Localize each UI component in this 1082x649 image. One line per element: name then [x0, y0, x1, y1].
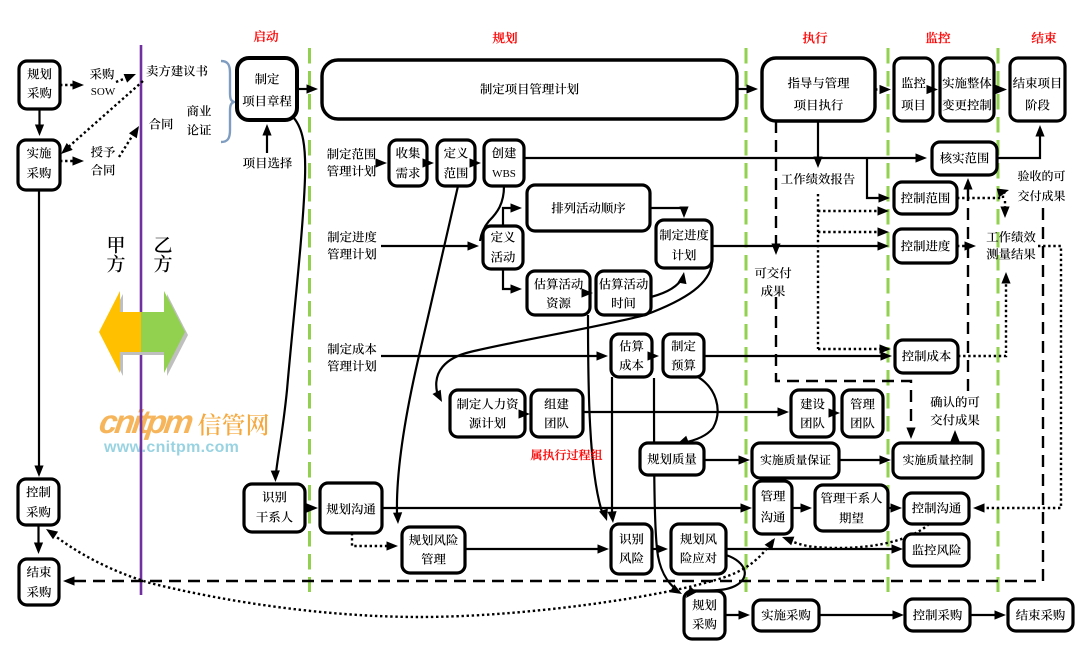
svg-text:WBS: WBS: [492, 168, 516, 180]
svg-text:www.cnitpm.com: www.cnitpm.com: [103, 439, 239, 456]
svg-text:SOW: SOW: [91, 86, 116, 98]
svg-text:cnitpm: cnitpm: [97, 404, 196, 441]
